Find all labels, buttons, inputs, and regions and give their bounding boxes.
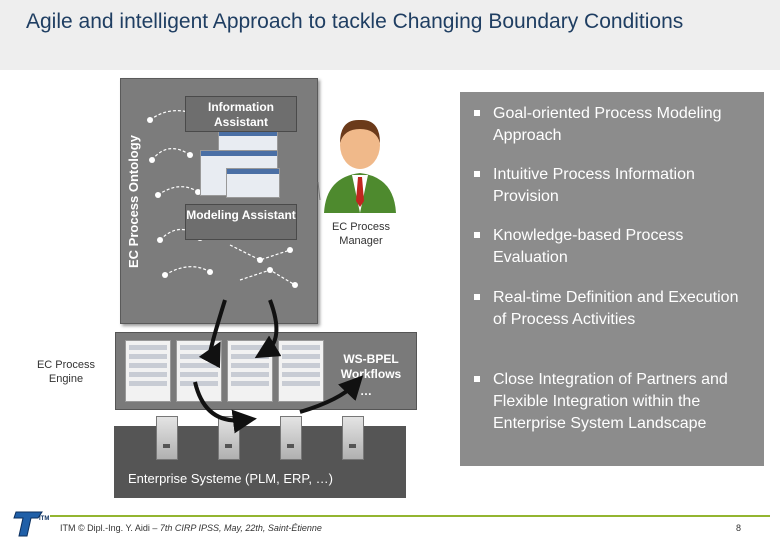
bullet-square-icon (474, 376, 480, 382)
benefit-item: Goal-oriented Process Modeling Approach (474, 103, 744, 147)
workflow-card (125, 340, 171, 402)
bullet-square-icon (474, 171, 480, 177)
benefit-item: Intuitive Process Information Provision (474, 164, 744, 208)
itm-logo-icon: ITM (12, 508, 50, 538)
footer-divider (48, 515, 770, 517)
workflow-card (278, 340, 324, 402)
slide-title: Agile and intelligent Approach to tackle… (26, 10, 684, 33)
server-icon (342, 416, 364, 460)
bullet-square-icon (474, 294, 480, 300)
title-bar (0, 0, 780, 70)
process-manager-icon (324, 119, 396, 213)
info-screenshot-3 (226, 168, 280, 198)
benefits-panel (460, 92, 764, 466)
information-assistant-box: Information Assistant (185, 96, 297, 132)
benefit-item: Close Integration of Partners and Flexib… (474, 369, 744, 435)
bullet-square-icon (474, 110, 480, 116)
process-engine-label: EC Process Engine (36, 359, 96, 385)
footer-credit: ITM © Dipl.-Ing. Y. Aidi – 7th CIRP IPSS… (60, 523, 322, 533)
server-icon (280, 416, 302, 460)
process-manager-label: EC Process Manager (331, 221, 391, 247)
benefit-item: Knowledge-based Process Evaluation (474, 225, 744, 269)
svg-text:ITM: ITM (39, 516, 49, 522)
bullet-square-icon (474, 232, 480, 238)
enterprise-systems-label: Enterprise Systeme (PLM, ERP, …) (128, 471, 333, 486)
modeling-assistant-box: Modeling Assistant (185, 204, 297, 240)
benefit-item: Real-time Definition and Execution of Pr… (474, 287, 744, 331)
server-icon (156, 416, 178, 460)
page-number: 8 (736, 523, 742, 533)
